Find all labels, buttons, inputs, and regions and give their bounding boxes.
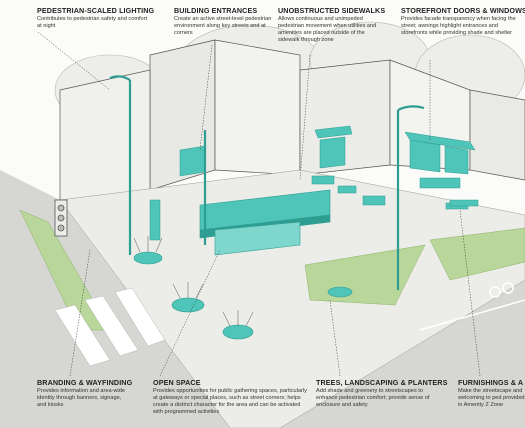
annotation-description: Add shade and greenery to streetscapes t… — [316, 388, 430, 408]
annotation-description: Make the streetscape and welcoming to pe… — [458, 388, 525, 408]
annotation-title: FURNISHINGS & A — [458, 378, 524, 387]
annotation-storefront-doors: STOREFRONT DOORS & WINDOWS Provides faca… — [401, 6, 525, 37]
annotation-title: PEDESTRIAN-SCALED LIGHTING — [37, 6, 155, 15]
light-poles — [109, 75, 425, 290]
annotation-open-space: OPEN SPACE Provides opportunities for pu… — [153, 378, 307, 416]
storefront-windows — [179, 136, 469, 177]
awnings — [314, 125, 476, 151]
open-space-plaza — [199, 189, 331, 256]
annotation-description: Provides facade transparency when facing… — [401, 16, 516, 36]
annotation-unobstructed-sidewalks: UNOBSTRUCTED SIDEWALKS Allows continuous… — [278, 6, 386, 44]
annotation-title: BUILDING ENTRANCES — [174, 6, 258, 15]
planters — [133, 251, 353, 340]
annotation-furnishings: FURNISHINGS & A Make the streetscape and… — [458, 378, 525, 409]
annotation-description: Create an active street-level pedestrian… — [174, 16, 272, 36]
bench — [449, 199, 479, 207]
annotation-title: BRANDING & WAYFINDING — [37, 378, 133, 387]
bike-lane — [419, 282, 525, 331]
annotation-building-entrances: BUILDING ENTRANCES Create an active stre… — [174, 6, 272, 37]
leader-lines — [37, 31, 481, 377]
annotation-description: Allows continuous and unimpeded pedestri… — [278, 16, 377, 43]
wayfinding-kiosk — [149, 199, 161, 241]
annotation-title: STOREFRONT DOORS & WINDOWS — [401, 6, 525, 15]
annotation-branding-wayfinding: BRANDING & WAYFINDING Provides informati… — [37, 378, 133, 409]
annotation-title: UNOBSTRUCTED SIDEWALKS — [278, 6, 386, 15]
annotation-title: OPEN SPACE — [153, 378, 201, 387]
annotation-description: Contributes to pedestrian safety and com… — [37, 16, 148, 29]
annotation-trees-landscaping: TREES, LANDSCAPING & PLANTERS Add shade … — [316, 378, 448, 409]
buildings — [59, 39, 525, 211]
annotation-description: Provides opportunities for public gather… — [153, 388, 307, 415]
plaza — [59, 169, 525, 428]
annotation-title: TREES, LANDSCAPING & PLANTERS — [316, 378, 448, 387]
annotation-description: Provides information and area-wide ident… — [37, 388, 125, 408]
crosswalk — [54, 287, 166, 367]
annotation-pedestrian-lighting: PEDESTRIAN-SCALED LIGHTING Contributes t… — [37, 6, 155, 30]
planter-foliage — [133, 236, 254, 327]
traffic-signal — [54, 199, 68, 237]
